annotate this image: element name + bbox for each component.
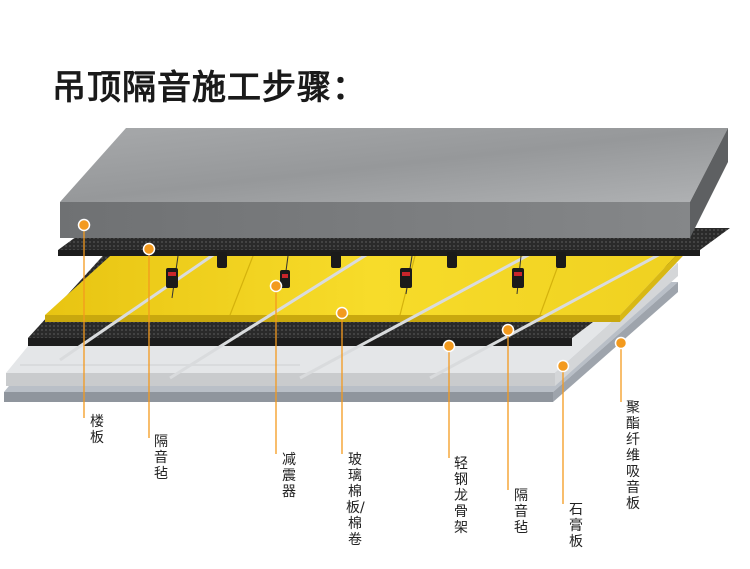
page-title: 吊顶隔音施工步骤：	[52, 68, 367, 108]
damper-group	[166, 252, 566, 299]
label-glass-wool: 玻璃棉板/棉卷	[346, 452, 365, 548]
label-polyester-board: 聚酯纤维吸音板	[626, 400, 640, 512]
label-floor-slab: 楼板	[90, 414, 104, 446]
label-steel-keel: 轻钢龙骨架	[454, 456, 468, 536]
label-felt-top: 隔音毡	[154, 434, 168, 482]
label-gypsum-board: 石膏板	[569, 502, 583, 550]
floor-slab-layer	[60, 128, 728, 238]
label-felt-bottom: 隔音毡	[514, 488, 528, 536]
leader-dots	[77, 218, 628, 373]
label-damper: 减震器	[282, 452, 296, 500]
leader-lines	[83, 225, 622, 504]
steel-keel-frame	[20, 236, 691, 380]
